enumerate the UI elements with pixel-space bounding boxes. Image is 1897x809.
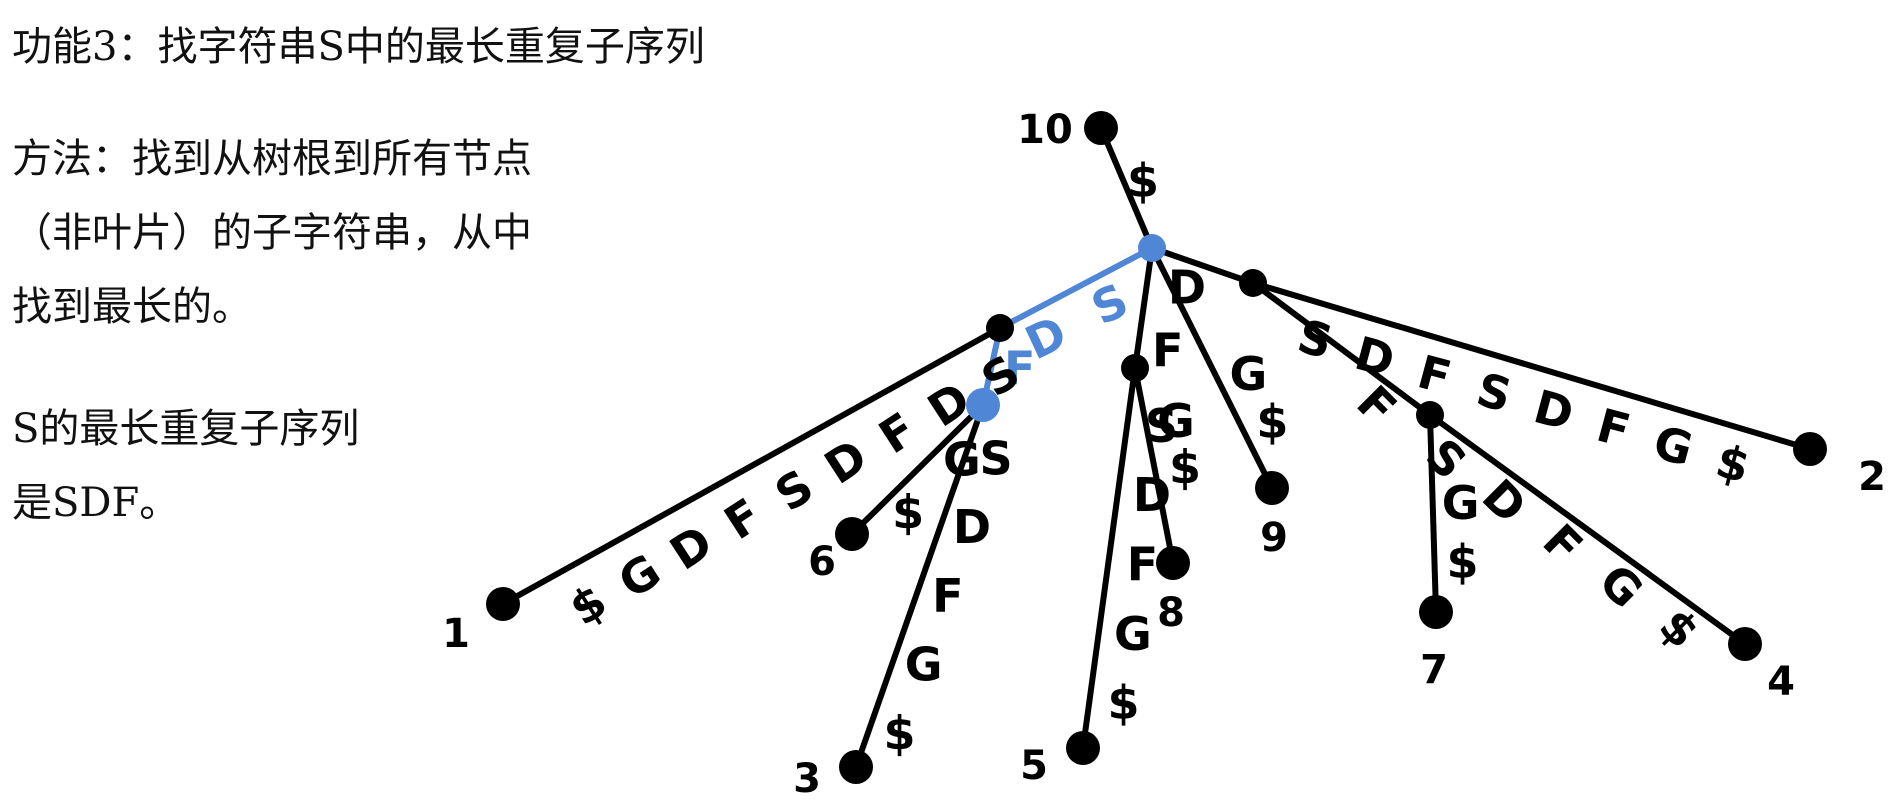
tree-edge-df-n7 bbox=[1427, 412, 1439, 615]
edge-char-d-n2-4: D bbox=[1528, 379, 1579, 441]
edge-char-df-n4-4: $ bbox=[1649, 598, 1710, 659]
tree-node-n8 bbox=[1156, 546, 1190, 580]
edge-char-root-n9-0: G bbox=[1230, 347, 1268, 401]
method-paragraph: 方法：找到从树根到所有节点 （非叶片）的子字符串，从中 找到最长的。 bbox=[12, 122, 532, 344]
edge-char-f-n8-0: G bbox=[1157, 394, 1195, 448]
edge-char-d-df-0: F bbox=[1347, 375, 1407, 435]
result-paragraph: S的最长重复子序列 是SDF。 bbox=[12, 392, 359, 540]
edge-char-sdf-n3-0: S bbox=[979, 431, 1012, 485]
tree-node-n2 bbox=[1793, 432, 1827, 466]
edge-char-df-n7-1: $ bbox=[1446, 535, 1478, 589]
tree-edge-f-n5 bbox=[1080, 365, 1138, 751]
edge-char-sdf-n3-3: G bbox=[905, 638, 943, 692]
leaf-number-n7: 7 bbox=[1420, 647, 1448, 693]
edge-char-d-n2-7: $ bbox=[1710, 433, 1755, 493]
leaf-number-n8: 8 bbox=[1157, 590, 1185, 636]
edge-char-f-n5-2: F bbox=[1127, 538, 1158, 592]
tree-node-n10 bbox=[1084, 111, 1118, 145]
edge-char-d-n2-6: G bbox=[1648, 415, 1698, 477]
leaf-number-n4: 4 bbox=[1767, 659, 1795, 705]
tree-node-df bbox=[1416, 401, 1444, 429]
leaf-number-n10: 10 bbox=[1017, 107, 1073, 153]
edge-char-d-n2-3: S bbox=[1471, 362, 1517, 423]
edge-char-sdf-n3-1: D bbox=[953, 500, 991, 554]
tree-node-n7 bbox=[1419, 595, 1453, 629]
tree-edge-s-n1 bbox=[500, 325, 1003, 607]
tree-edge-root-d bbox=[1149, 245, 1256, 286]
tree-edge-root-s bbox=[997, 245, 1155, 331]
edge-char-s-sdf-0: F bbox=[1004, 342, 1035, 396]
edge-char-f-n5-3: G bbox=[1114, 607, 1152, 661]
edge-char-s-n1-2: F bbox=[869, 402, 925, 464]
leaf-number-n2: 2 bbox=[1858, 454, 1886, 500]
edge-char-root-d-0: D bbox=[1168, 261, 1206, 315]
edge-char-s-n1-6: D bbox=[660, 515, 721, 581]
edge-char-s-n1-5: F bbox=[715, 488, 771, 550]
slide-title: 功能3：找字符串S中的最长重复子序列 bbox=[12, 24, 705, 70]
tree-node-d bbox=[1239, 269, 1267, 297]
edge-char-root-s-0: S bbox=[1083, 273, 1136, 336]
leaf-number-n6: 6 bbox=[808, 539, 836, 585]
method-line-3: 找到最长的。 bbox=[12, 284, 252, 330]
tree-edge-f-n8 bbox=[1132, 365, 1176, 566]
edge-char-df-n4-2: F bbox=[1533, 513, 1593, 573]
leaf-number-n1: 1 bbox=[442, 611, 470, 657]
tree-node-n3 bbox=[839, 750, 873, 784]
tree-node-sdf bbox=[966, 388, 1000, 422]
tree-node-n9 bbox=[1255, 471, 1289, 505]
tree-edge-d-n2 bbox=[1250, 280, 1813, 452]
edge-char-root-n9-1: $ bbox=[1256, 395, 1288, 449]
edge-char-root-f-0: F bbox=[1152, 324, 1183, 378]
edge-char-df-n4-1: D bbox=[1472, 469, 1537, 534]
tree-edge-root-n10 bbox=[1098, 125, 1155, 251]
tree-node-n1 bbox=[486, 587, 520, 621]
edge-char-s-n1-3: D bbox=[815, 429, 876, 495]
tree-edge-sdf-n3 bbox=[853, 402, 986, 770]
tree-edge-root-f bbox=[1132, 245, 1155, 371]
tree-node-f bbox=[1121, 354, 1149, 382]
leaf-number-n9: 9 bbox=[1260, 515, 1288, 561]
edge-char-df-n7-0: G bbox=[1442, 476, 1480, 530]
edge-char-s-n1-7: G bbox=[609, 543, 670, 609]
leaf-number-n5: 5 bbox=[1020, 743, 1048, 789]
edge-char-d-n2-2: F bbox=[1412, 345, 1456, 405]
tree-node-n6 bbox=[835, 517, 869, 551]
edge-char-d-n2-5: F bbox=[1591, 398, 1635, 458]
edge-char-f-n8-1: $ bbox=[1169, 441, 1201, 495]
result-line-2: 是SDF。 bbox=[12, 480, 180, 526]
method-line-1: 方法：找到从树根到所有节点 bbox=[12, 136, 532, 182]
tree-node-n5 bbox=[1066, 731, 1100, 765]
edge-char-s-n1-8: $ bbox=[560, 573, 616, 636]
tree-node-root bbox=[1138, 234, 1166, 262]
method-line-2: （非叶片）的子字符串，从中 bbox=[12, 210, 532, 256]
edge-char-f-n5-4: $ bbox=[1107, 676, 1139, 730]
tree-edge-sdf-n6 bbox=[849, 402, 986, 537]
tree-node-n4 bbox=[1728, 627, 1762, 661]
tree-edge-d-df bbox=[1250, 280, 1433, 418]
tree-edge-root-n9 bbox=[1149, 245, 1275, 491]
edge-char-sdf-n6-1: $ bbox=[892, 485, 924, 539]
edge-char-sdf-n3-2: F bbox=[932, 569, 963, 623]
edge-char-sdf-n3-4: $ bbox=[884, 706, 916, 760]
leaf-number-n3: 3 bbox=[793, 756, 821, 802]
result-line-1: S的最长重复子序列 bbox=[12, 406, 360, 452]
edge-char-s-n1-4: S bbox=[766, 459, 823, 522]
edge-char-root-n10-0: $ bbox=[1127, 154, 1159, 208]
edge-char-df-n4-3: G bbox=[1589, 554, 1654, 619]
tree-node-s bbox=[986, 314, 1014, 342]
tree-edge-df-n4 bbox=[1427, 412, 1748, 647]
